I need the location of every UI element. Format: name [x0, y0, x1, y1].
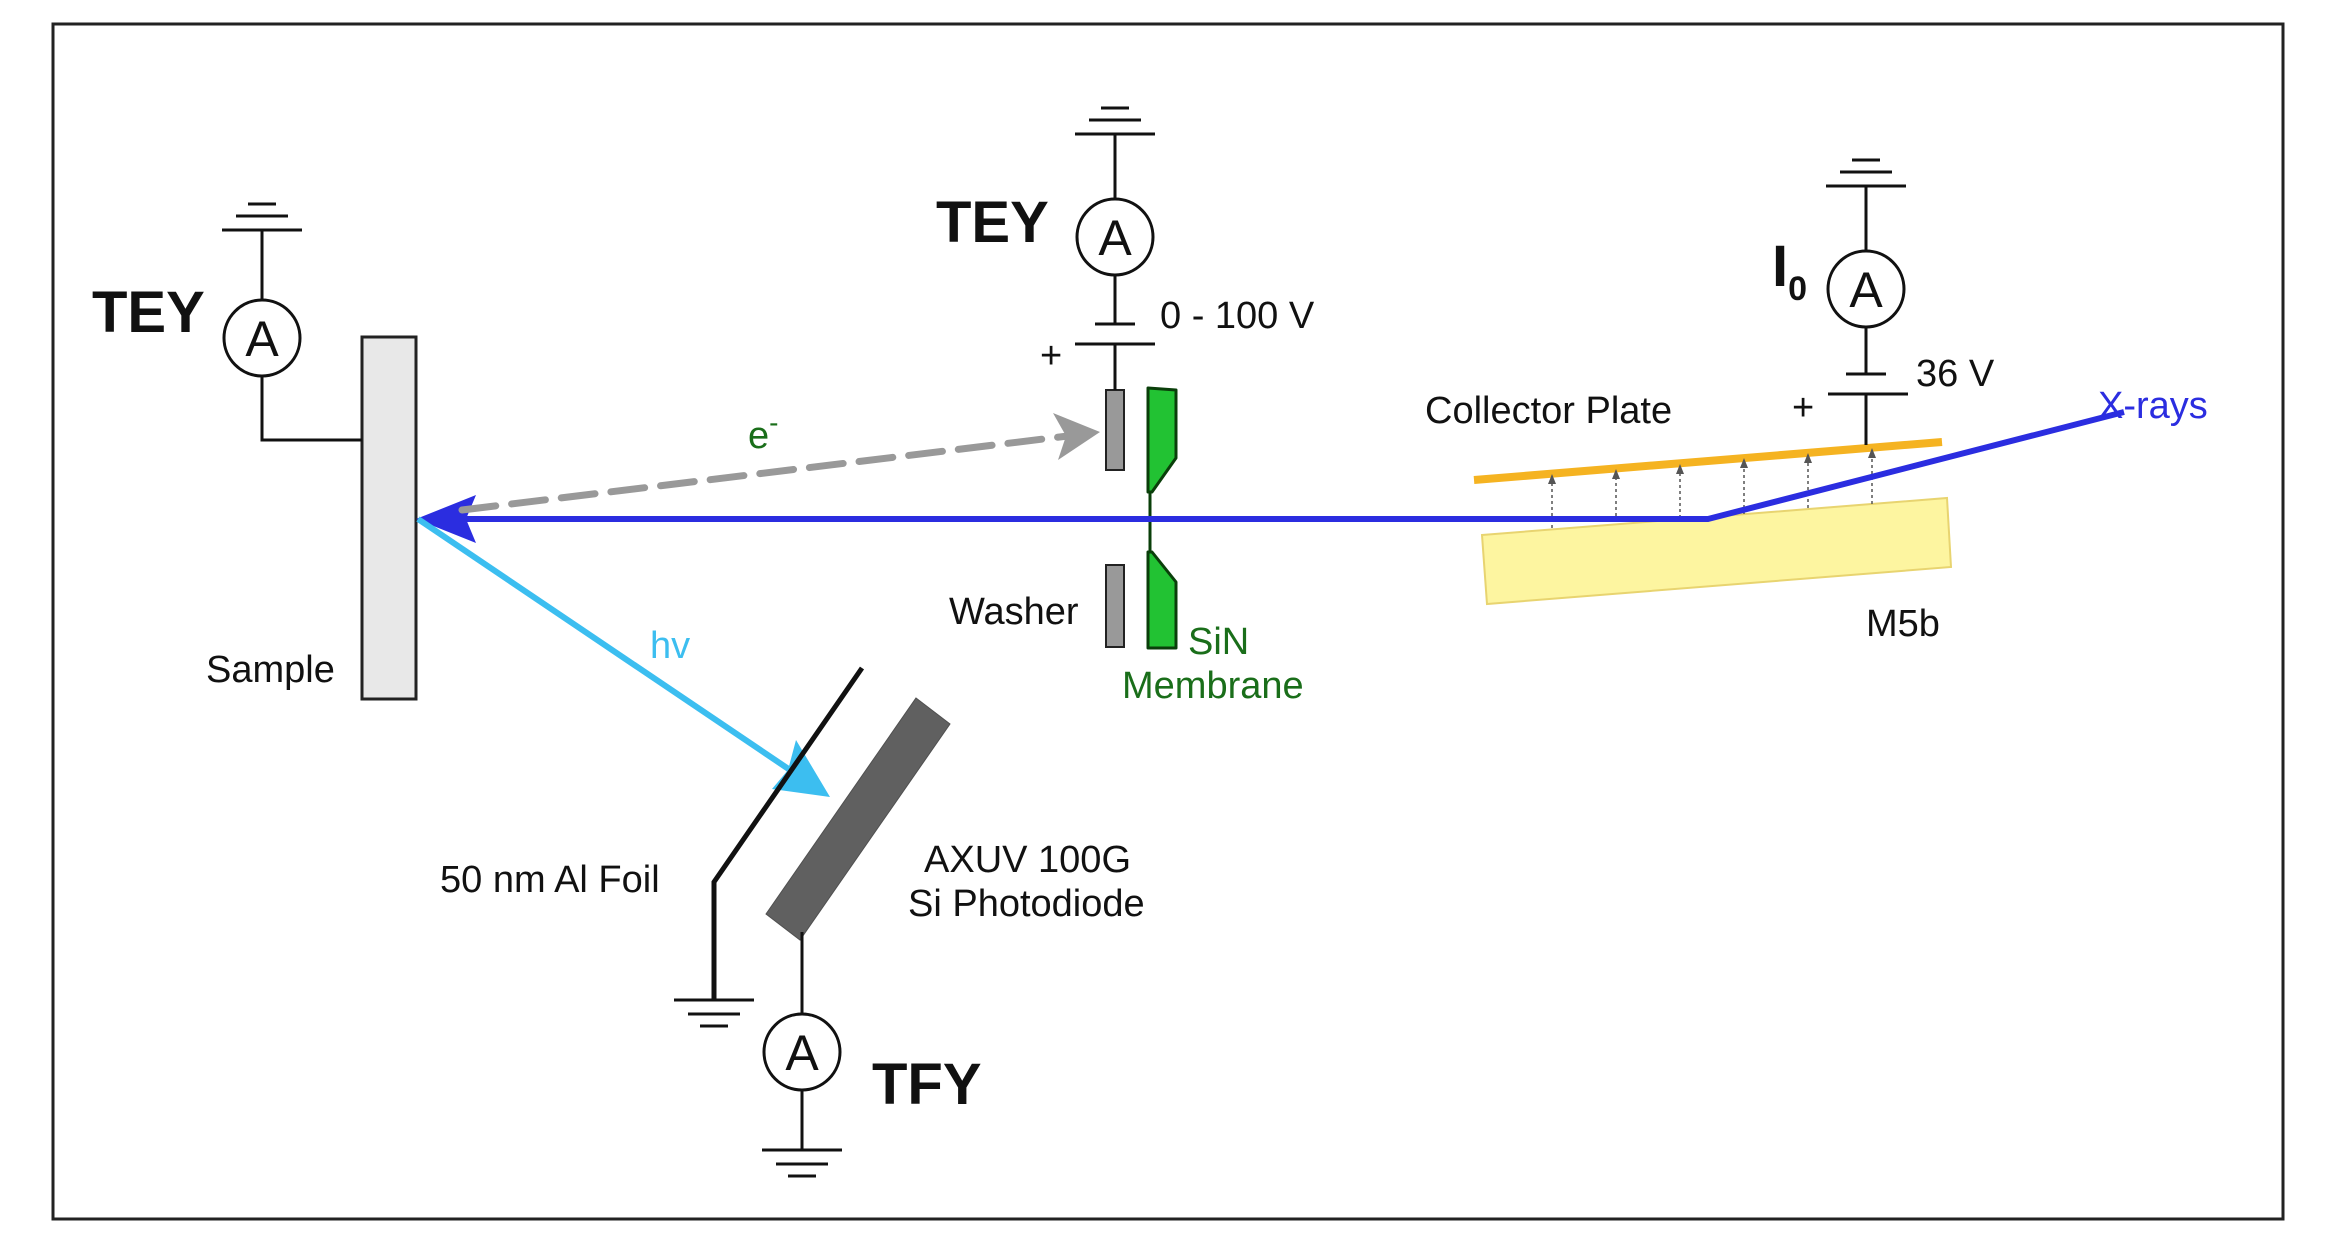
- photon-beam-arrowhead: [772, 740, 830, 797]
- ground-icon: [674, 998, 754, 1028]
- tey-membrane-label: TEY: [936, 190, 1049, 255]
- photon-beam: [416, 516, 792, 773]
- i0-ammeter-label: A: [1849, 262, 1883, 318]
- sample-plate: [360, 335, 418, 701]
- membrane-ammeter-label: A: [1098, 210, 1132, 266]
- membrane-top: [1146, 386, 1178, 494]
- xrays-label: X-rays: [2098, 385, 2208, 427]
- sample-wire: [260, 372, 362, 442]
- membrane-bottom: [1146, 550, 1178, 650]
- washer-group: [1075, 106, 1155, 648]
- collector-plate-label: Collector Plate: [1425, 390, 1672, 432]
- tfy-ammeter-label: A: [785, 1025, 819, 1081]
- plus-membrane-label: +: [1040, 335, 1062, 377]
- i0-label-sub: 0: [1788, 270, 1807, 308]
- voltage-collector-label: 36 V: [1916, 353, 1995, 395]
- ground-icon: [222, 202, 302, 232]
- mirror-group: [1473, 158, 1953, 606]
- ground-icon: [1826, 158, 1906, 188]
- foil-label: 50 nm Al Foil: [440, 859, 660, 901]
- electron-path-arrowhead: [1053, 413, 1100, 460]
- photon-label: hv: [650, 625, 690, 667]
- ground-icon: [1075, 106, 1155, 136]
- al-foil: [711, 666, 865, 1000]
- sample-label: Sample: [206, 649, 335, 691]
- i0-label-main: I: [1772, 234, 1788, 299]
- plus-collector-label: +: [1792, 387, 1814, 429]
- voltage-membrane-label: 0 - 100 V: [1160, 295, 1315, 337]
- washer-top: [1105, 389, 1125, 471]
- sin-membrane: [1146, 386, 1178, 650]
- sample-group: [222, 202, 418, 701]
- si-photodiode: [765, 697, 951, 941]
- m5b-mirror: [1480, 496, 1953, 606]
- electron-label-base: e: [748, 415, 769, 457]
- tfy-group: [674, 666, 951, 1178]
- photodiode-label-line2: Si Photodiode: [908, 883, 1145, 925]
- xray-beam: [460, 409, 2125, 522]
- i0-label: I0: [1772, 234, 1807, 308]
- membrane-label-line2: Membrane: [1122, 665, 1304, 707]
- photodiode-label-line1: AXUV 100G: [924, 839, 1131, 881]
- membrane-label-line1: SiN: [1188, 621, 1249, 663]
- collector-plate: [1473, 438, 1943, 484]
- collection-arrowheads: [1548, 448, 1876, 484]
- tey-sample-label: TEY: [92, 280, 205, 345]
- washer-bottom: [1105, 564, 1125, 648]
- ground-icon: [762, 1148, 842, 1178]
- tfy-label: TFY: [872, 1052, 982, 1117]
- sample-ammeter-label: A: [245, 311, 279, 367]
- washer-label: Washer: [949, 591, 1079, 633]
- electron-label: e-: [748, 407, 778, 457]
- electron-label-sup: -: [769, 407, 778, 438]
- mirror-label: M5b: [1866, 603, 1940, 645]
- electron-path: [458, 432, 1072, 514]
